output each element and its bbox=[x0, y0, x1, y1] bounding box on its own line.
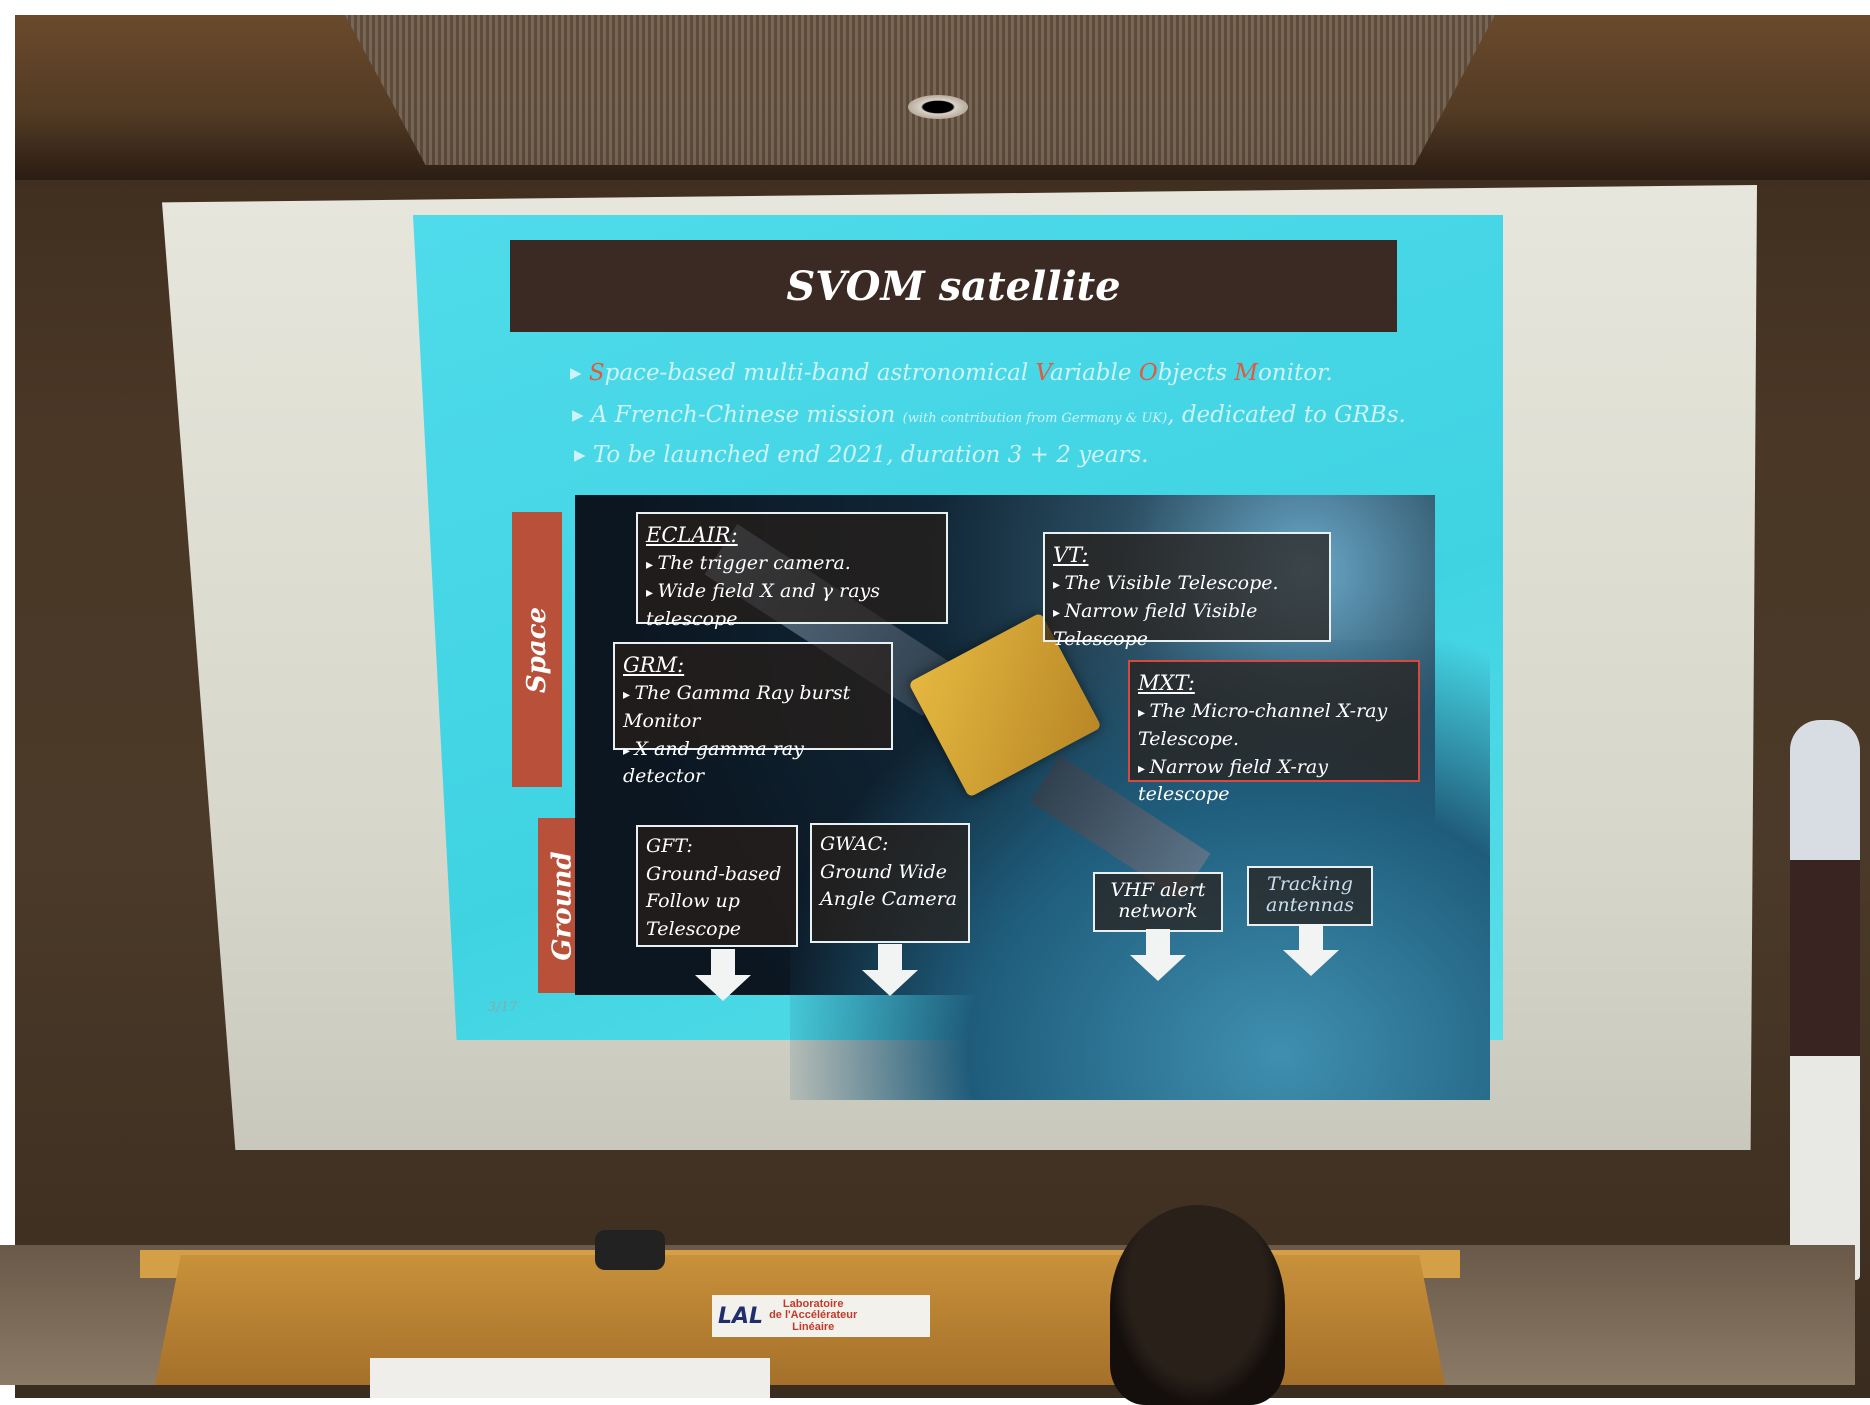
vhf-line: VHF alert bbox=[1110, 879, 1206, 901]
tracking-line: antennas bbox=[1266, 893, 1354, 916]
lal-name: Laboratoire de l'Accélérateur Linéaire bbox=[769, 1297, 858, 1333]
gwac-heading: GWAC: bbox=[820, 833, 889, 855]
gft-line: Follow up bbox=[646, 890, 740, 913]
vhf-line: network bbox=[1118, 899, 1198, 922]
slide-title-bar: SVOM satellite bbox=[510, 240, 1397, 332]
tracking-line: Tracking bbox=[1267, 873, 1353, 895]
grm-item: X and gamma ray detector bbox=[623, 736, 883, 791]
bullet-2: ▸ A French-Chinese mission (with contrib… bbox=[572, 402, 1406, 428]
grm-box: GRM: The Gamma Ray burst Monitor X and g… bbox=[613, 642, 893, 787]
mxt-heading: MXT: bbox=[1138, 671, 1195, 695]
space-label: Space bbox=[512, 512, 562, 787]
mxt-item: The Micro-channel X-ray Telescope. bbox=[1138, 698, 1410, 753]
mxt-item: Narrow field X-ray telescope bbox=[1138, 754, 1410, 809]
gft-line: Telescope bbox=[646, 917, 741, 940]
gwac-box: GWAC: Ground Wide Angle Camera bbox=[810, 823, 970, 943]
ceiling-acoustic-panel bbox=[345, 15, 1495, 165]
eclair-box: ECLAIR: The trigger camera. Wide field X… bbox=[636, 512, 948, 630]
eclair-item: Wide field X and γ rays telescope bbox=[646, 578, 938, 633]
gft-down-arrow-icon bbox=[695, 949, 751, 1001]
tracking-down-arrow-icon bbox=[1283, 924, 1339, 976]
mxt-box: MXT: The Micro-channel X-ray Telescope. … bbox=[1128, 660, 1420, 805]
grm-item: The Gamma Ray burst Monitor bbox=[623, 680, 883, 735]
gwac-down-arrow-icon bbox=[862, 944, 918, 996]
lal-logo: LAL bbox=[718, 1303, 764, 1329]
ceiling-light bbox=[908, 95, 968, 119]
vt-box: VT: The Visible Telescope. Narrow field … bbox=[1043, 532, 1331, 650]
gft-box: GFT: Ground-based Follow up Telescope bbox=[636, 825, 798, 947]
eclair-item: The trigger camera. bbox=[646, 550, 938, 578]
presenter bbox=[1790, 720, 1860, 1280]
vhf-down-arrow-icon bbox=[1130, 929, 1186, 981]
gft-line: Ground-based bbox=[646, 862, 782, 885]
bullet-3: ▸ To be launched end 2021, duration 3 + … bbox=[574, 442, 1149, 468]
vt-item: Narrow field Visible Telescope bbox=[1053, 598, 1321, 653]
conference-camera bbox=[595, 1230, 665, 1270]
white-box bbox=[370, 1358, 770, 1398]
slide-title: SVOM satellite bbox=[786, 262, 1121, 310]
gft-heading: GFT: bbox=[646, 835, 693, 857]
vt-item: The Visible Telescope. bbox=[1053, 570, 1321, 598]
eclair-heading: ECLAIR: bbox=[646, 523, 738, 547]
bullet-1: ▸ Space-based multi-band astronomical Va… bbox=[570, 360, 1333, 386]
slide-page-number: 3/17 bbox=[488, 1000, 518, 1015]
gwac-line: Ground Wide bbox=[820, 860, 948, 883]
audience-member-head bbox=[1110, 1205, 1285, 1405]
gwac-line: Angle Camera bbox=[820, 888, 958, 911]
grm-heading: GRM: bbox=[623, 653, 685, 677]
vt-heading: VT: bbox=[1053, 543, 1089, 567]
lectern-sign: LAL Laboratoire de l'Accélérateur Linéai… bbox=[712, 1295, 930, 1337]
vhf-box: VHF alert network bbox=[1093, 872, 1223, 932]
tracking-box: Tracking antennas bbox=[1247, 866, 1373, 926]
